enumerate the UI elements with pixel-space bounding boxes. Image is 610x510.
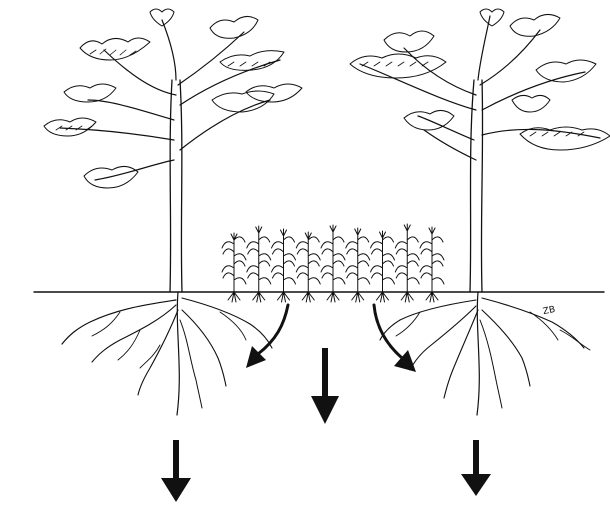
crop-plant (247, 226, 271, 302)
crop-plant (321, 225, 345, 302)
tree-right-foliage (350, 9, 610, 150)
crop-row (222, 224, 444, 302)
down-arrow-center (311, 348, 339, 424)
tree-right-trunk (470, 80, 483, 292)
crop-plant (346, 228, 370, 302)
tree-left-foliage (44, 9, 302, 188)
crop-plant (395, 224, 419, 302)
crop-plant (420, 227, 444, 302)
crop-root-arrow-left (246, 305, 288, 368)
down-arrow-left (161, 440, 191, 502)
tree-left-trunk (170, 80, 182, 292)
tree-right (350, 9, 610, 415)
tree-left-roots (62, 292, 272, 415)
tree-right-branches (360, 16, 600, 160)
tree-left (44, 9, 302, 415)
tree-right-roots (380, 292, 590, 415)
crop-plant (272, 229, 296, 302)
down-arrow-right (461, 440, 491, 496)
